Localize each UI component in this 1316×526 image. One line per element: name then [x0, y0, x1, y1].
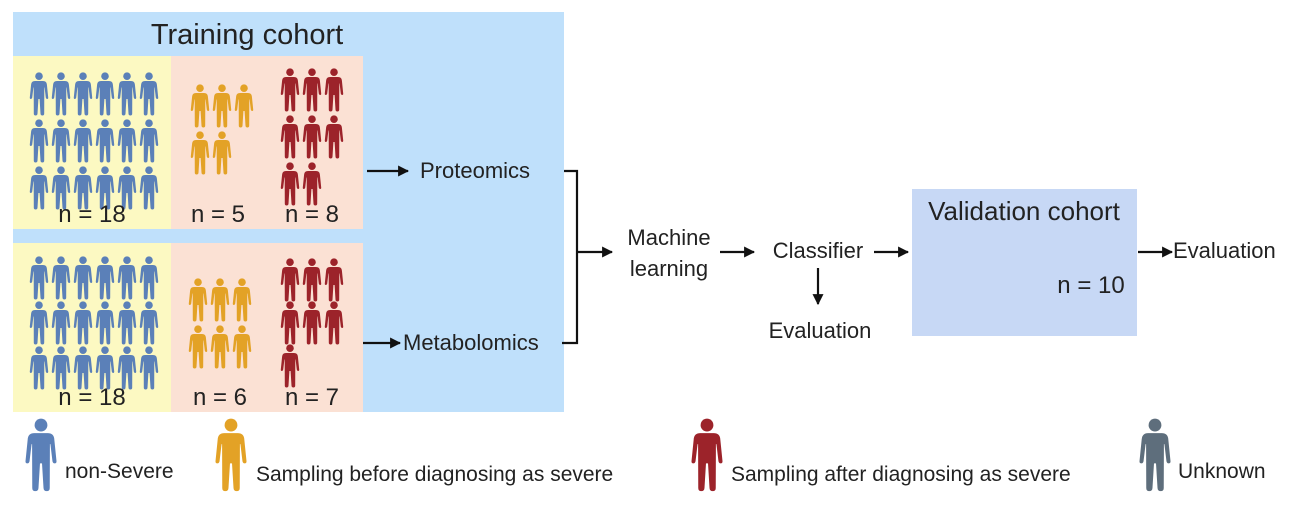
- classifier-evaluation-label: Evaluation: [769, 318, 872, 343]
- legend-label-nonsevere: non-Severe: [65, 460, 174, 483]
- merge-bracket: [562, 169, 579, 345]
- validation-count: n = 10: [1057, 272, 1124, 299]
- legend-person-icon: [215, 418, 247, 492]
- proteomics-nonsevere-count: n = 18: [58, 201, 125, 228]
- metabolomics-label: Metabolomics: [403, 330, 539, 355]
- legend-person-icon: [1139, 418, 1171, 492]
- validation-cohort-panel: [912, 189, 1137, 336]
- validation-cohort-title: Validation cohort: [928, 196, 1121, 226]
- legend-person-icon: [25, 418, 57, 492]
- training-cohort-title: Training cohort: [151, 19, 343, 51]
- machine-learning-line1: Machine: [627, 225, 710, 250]
- legend-person-icon: [691, 418, 723, 492]
- proteomics-before-severe-count: n = 5: [191, 201, 245, 228]
- metabolomics-nonsevere-count: n = 18: [58, 384, 125, 411]
- proteomics-after-severe-count: n = 8: [285, 201, 339, 228]
- legend-label-unknown: Unknown: [1178, 460, 1266, 483]
- classifier-label: Classifier: [773, 238, 863, 263]
- proteomics-label: Proteomics: [420, 158, 530, 183]
- machine-learning-line2: learning: [630, 256, 708, 281]
- legend-label-after-severe: Sampling after diagnosing as severe: [731, 463, 1071, 486]
- legend-label-before-severe: Sampling before diagnosing as severe: [256, 463, 613, 486]
- metabolomics-before-severe-count: n = 6: [193, 384, 247, 411]
- metabolomics-after-severe-count: n = 7: [285, 384, 339, 411]
- final-evaluation-label: Evaluation: [1173, 238, 1276, 263]
